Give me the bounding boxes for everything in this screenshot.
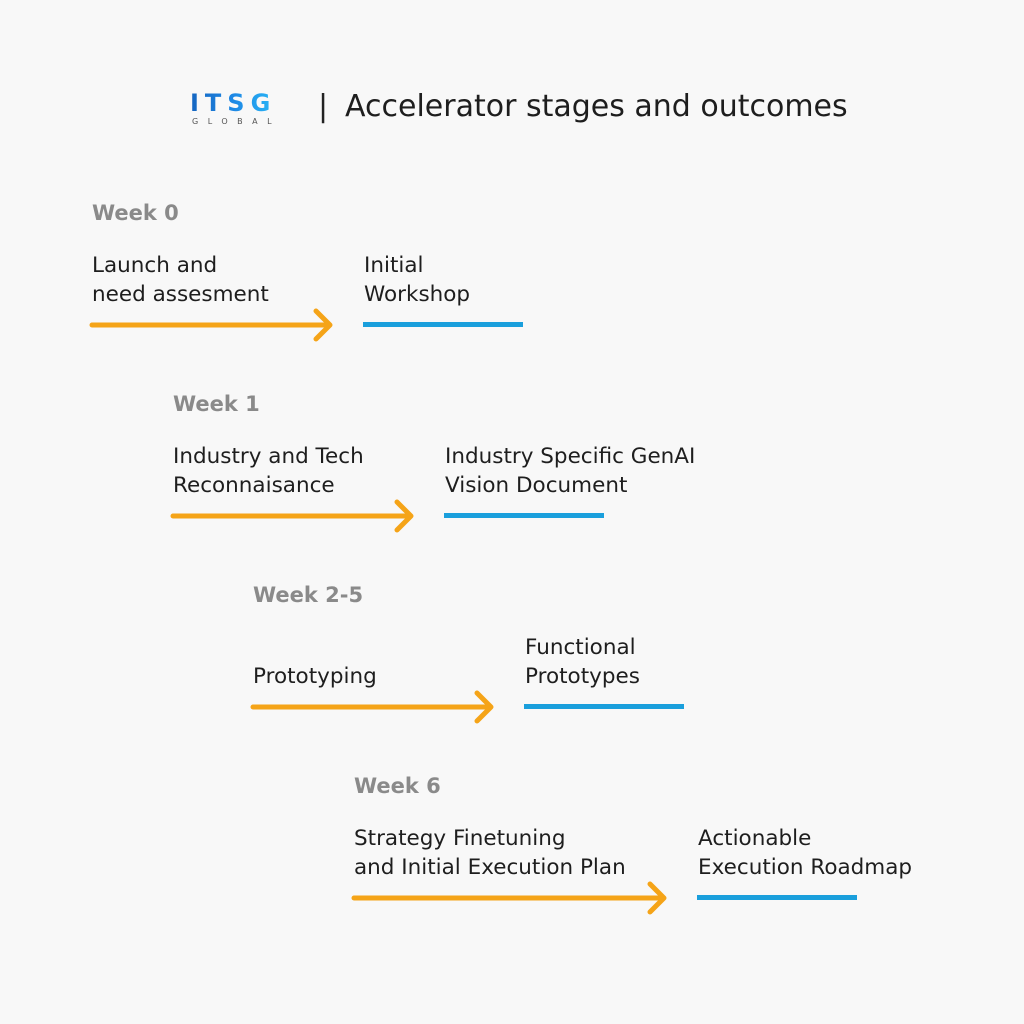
header: ITSG GLOBAL | Accelerator stages and out…: [0, 0, 1024, 160]
step-line-2: need assesment: [92, 282, 269, 307]
step-line-1: Launch and: [92, 253, 218, 278]
page-title: Accelerator stages and outcomes: [345, 89, 848, 124]
itsg-global-logo: ITSG GLOBAL: [190, 90, 286, 130]
arrow-icon: [170, 499, 414, 533]
arrow-icon: [89, 308, 333, 342]
outcome-line-1: Industry Specific GenAI: [445, 444, 696, 469]
outcome-underline: [444, 513, 604, 518]
title-separator: |: [318, 89, 329, 124]
arrow-icon: [351, 881, 667, 915]
logo-subtext: GLOBAL: [192, 117, 282, 126]
outcome-underline: [524, 704, 684, 709]
outcome-line-2: Vision Document: [445, 473, 628, 498]
outcome-line-1: Actionable: [698, 826, 812, 851]
week-label: Week 0: [92, 201, 179, 225]
outcome-line-1: Initial: [364, 253, 424, 278]
step-line-1: Industry and Tech: [173, 444, 364, 469]
outcome-underline: [363, 322, 523, 327]
outcome-line-1: Functional: [525, 635, 636, 660]
outcome-line-2: Workshop: [364, 282, 471, 307]
step-line-2: Prototyping: [253, 664, 377, 689]
arrow-icon: [250, 690, 494, 724]
logo-wordmark: ITSG: [190, 89, 277, 117]
step-line-1: Strategy Finetuning: [354, 826, 566, 851]
outcome-line-2: Execution Roadmap: [698, 855, 913, 880]
outcome-line-2: Prototypes: [525, 664, 640, 689]
outcome-underline: [697, 895, 857, 900]
week-label: Week 2-5: [253, 583, 364, 607]
week-label: Week 6: [354, 774, 441, 798]
step-line-2: and Initial Execution Plan: [354, 855, 626, 880]
week-label: Week 1: [173, 392, 260, 416]
step-line-2: Reconnaisance: [173, 473, 335, 498]
